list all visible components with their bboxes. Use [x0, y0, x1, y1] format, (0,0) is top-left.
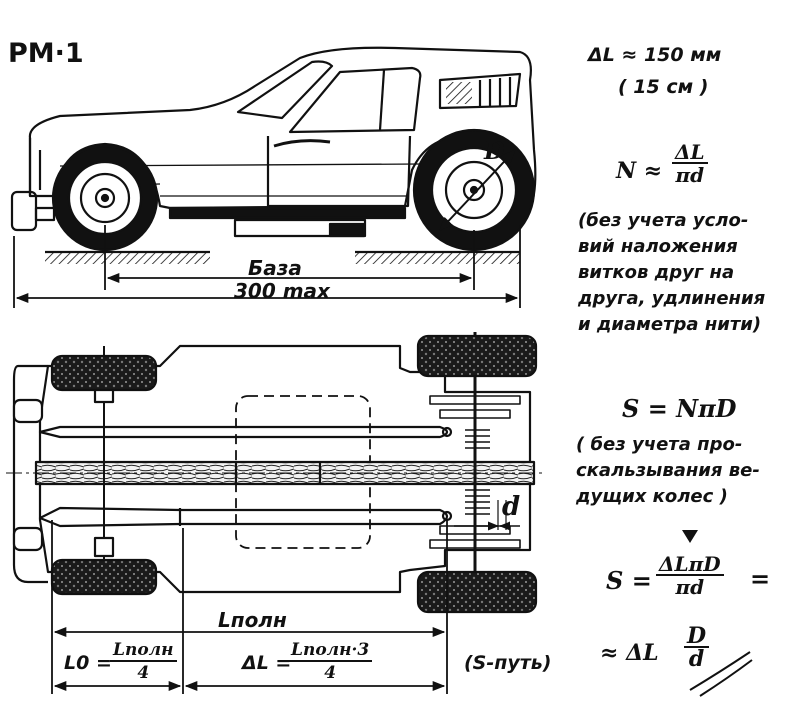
s3-numerator: D — [684, 625, 710, 648]
l0-denominator: 4 — [137, 663, 150, 683]
delta-l-cm: ( 15 см ) — [618, 76, 709, 98]
s-formula-1: S = NπD — [622, 394, 737, 423]
handwritten-strokes — [689, 651, 753, 697]
windshield — [236, 60, 334, 120]
l0-fraction: Lполн 4 — [110, 640, 177, 684]
dl-lhs: ΔL = — [242, 652, 292, 674]
lower-rubber-rod — [38, 506, 449, 528]
ground-left — [45, 250, 210, 264]
top-view — [6, 332, 546, 614]
thread-diameter-label: d — [502, 492, 521, 522]
note-1-line-2: вий наложения — [578, 236, 738, 257]
l-full-label: Lполн — [218, 608, 287, 632]
rear-left-wheel-top — [416, 334, 538, 378]
note-1-line-1: (без учета усло- — [578, 210, 749, 231]
door — [266, 135, 412, 208]
dl-denominator: 4 — [324, 663, 337, 683]
s-formula-2-lhs: S = — [606, 566, 652, 595]
wheel-diameter-label: D — [484, 136, 505, 165]
note-2-line-1: ( без учета про- — [576, 434, 743, 455]
front-left-wheel-top — [50, 354, 158, 392]
side-dimensions — [13, 225, 521, 308]
s3-fraction: D d — [684, 625, 710, 672]
rear-wheel-side — [412, 128, 536, 252]
l0-numerator: Lполн — [110, 640, 177, 662]
s2-denominator: πd — [675, 575, 705, 599]
note-2: ( без учета про- скальзывания ве- дущих … — [576, 432, 760, 510]
down-arrow-marker — [682, 530, 698, 543]
s3-denominator: d — [688, 646, 705, 672]
model-title: PM·1 — [8, 38, 84, 69]
rear-right-wheel-top — [416, 570, 538, 614]
dl-fraction: Lполн·3 4 — [288, 640, 373, 684]
delta-l-value: ΔL ≈ 150 мм — [588, 44, 722, 66]
ground-right — [355, 250, 520, 264]
note-2-line-2: скальзывания ве- — [576, 460, 760, 481]
rear-vent — [438, 72, 522, 110]
bottom-dimensions — [51, 520, 448, 694]
dl-numerator: Lполн·3 — [288, 640, 373, 662]
n-fraction: ΔL πd — [672, 142, 708, 186]
base-label: База — [248, 256, 302, 280]
note-1-line-5: и диаметра нити) — [578, 314, 762, 335]
l0-lhs: L0 = — [64, 652, 112, 674]
rear-axle-coils — [465, 429, 490, 515]
front-wheel-side — [51, 144, 159, 252]
front-right-wheel-top — [50, 558, 158, 596]
upper-rubber-rod — [38, 425, 449, 439]
note-2-line-3: дущих колес ) — [576, 486, 728, 507]
note-1: (без учета усло- вий наложения витков др… — [578, 208, 765, 338]
s-formula-3-lhs: ≈ ΔL — [600, 640, 659, 666]
s2-fraction: ΔLπD πd — [656, 554, 724, 598]
path-note: (S-путь) — [464, 652, 552, 674]
side-view — [10, 46, 537, 264]
note-1-line-3: витков друг на — [578, 262, 735, 283]
n-formula-lhs: N ≈ — [616, 158, 663, 184]
s2-numerator: ΔLπD — [656, 554, 724, 576]
base-value: 300 max — [234, 279, 330, 303]
side-window — [288, 66, 422, 134]
front-bumper — [10, 190, 38, 232]
n-denominator: πd — [675, 163, 705, 187]
n-numerator: ΔL — [672, 142, 708, 164]
s-formula-2-eq: = — [750, 564, 771, 593]
note-1-line-4: друга, удлинения — [578, 288, 766, 309]
